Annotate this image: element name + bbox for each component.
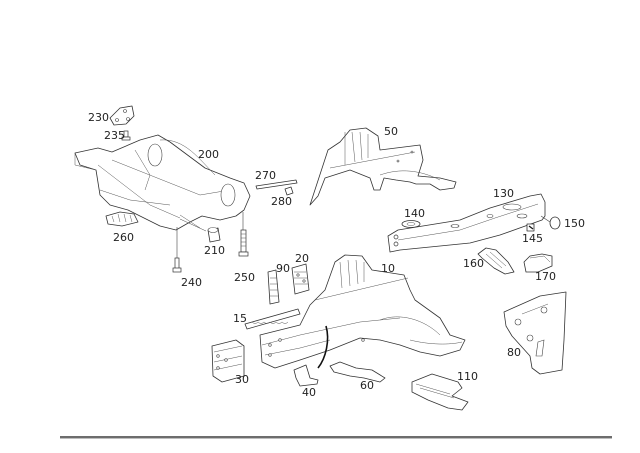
- callout-150[interactable]: 150: [564, 217, 585, 230]
- part-260-bracket: [105, 211, 139, 227]
- part-235-bolt: [121, 130, 131, 141]
- callout-210[interactable]: 210: [204, 244, 225, 257]
- part-160-bracket: [477, 247, 515, 275]
- part-60-bracket: [329, 361, 386, 383]
- part-140-plate: [401, 220, 421, 228]
- part-250-bolt: [238, 212, 249, 257]
- callout-30[interactable]: 30: [235, 373, 249, 386]
- callout-145[interactable]: 145: [522, 232, 543, 245]
- callout-230[interactable]: 230: [88, 111, 109, 124]
- bottom-divider: [60, 436, 612, 439]
- callout-60[interactable]: 60: [360, 379, 374, 392]
- part-210-bushing: [179, 218, 221, 243]
- part-270-strip: [255, 179, 298, 190]
- part-20-reinforcement: [291, 263, 310, 295]
- part-170-bracket: [523, 253, 553, 273]
- callout-130[interactable]: 130: [493, 187, 514, 200]
- part-90-reinforcement: [267, 269, 280, 305]
- part-40-bracket: [293, 364, 319, 387]
- part-80-side-panel: [503, 291, 567, 375]
- callout-110[interactable]: 110: [457, 370, 478, 383]
- part-240-bolt: [172, 227, 182, 273]
- callout-200[interactable]: 200: [198, 148, 219, 161]
- part-10-wheelhouse-assembly: [259, 254, 466, 369]
- callout-20[interactable]: 20: [295, 252, 309, 265]
- callout-235[interactable]: 235: [104, 129, 125, 142]
- callout-240[interactable]: 240: [181, 276, 202, 289]
- part-145-clip: [526, 223, 535, 232]
- callout-280[interactable]: 280: [271, 195, 292, 208]
- callout-140[interactable]: 140: [404, 207, 425, 220]
- part-130-member: [387, 193, 546, 253]
- part-280-clip: [284, 186, 294, 196]
- callout-10[interactable]: 10: [381, 262, 395, 275]
- part-230-mount-plate: [109, 105, 135, 126]
- callout-40[interactable]: 40: [302, 386, 316, 399]
- callout-50[interactable]: 50: [384, 125, 398, 138]
- part-15-strip: [244, 308, 301, 330]
- callout-15[interactable]: 15: [233, 312, 247, 325]
- callout-160[interactable]: 160: [463, 257, 484, 270]
- part-50-wheelhouse: [309, 127, 457, 206]
- callout-260[interactable]: 260: [113, 231, 134, 244]
- callout-250[interactable]: 250: [234, 271, 255, 284]
- callout-90[interactable]: 90: [276, 262, 290, 275]
- part-150-plug: [540, 215, 561, 230]
- callout-80[interactable]: 80: [507, 346, 521, 359]
- callout-170[interactable]: 170: [535, 270, 556, 283]
- part-110-floor-member: [411, 373, 469, 411]
- callout-270[interactable]: 270: [255, 169, 276, 182]
- part-200-subframe: [74, 134, 251, 231]
- part-30-end-piece: [211, 339, 245, 383]
